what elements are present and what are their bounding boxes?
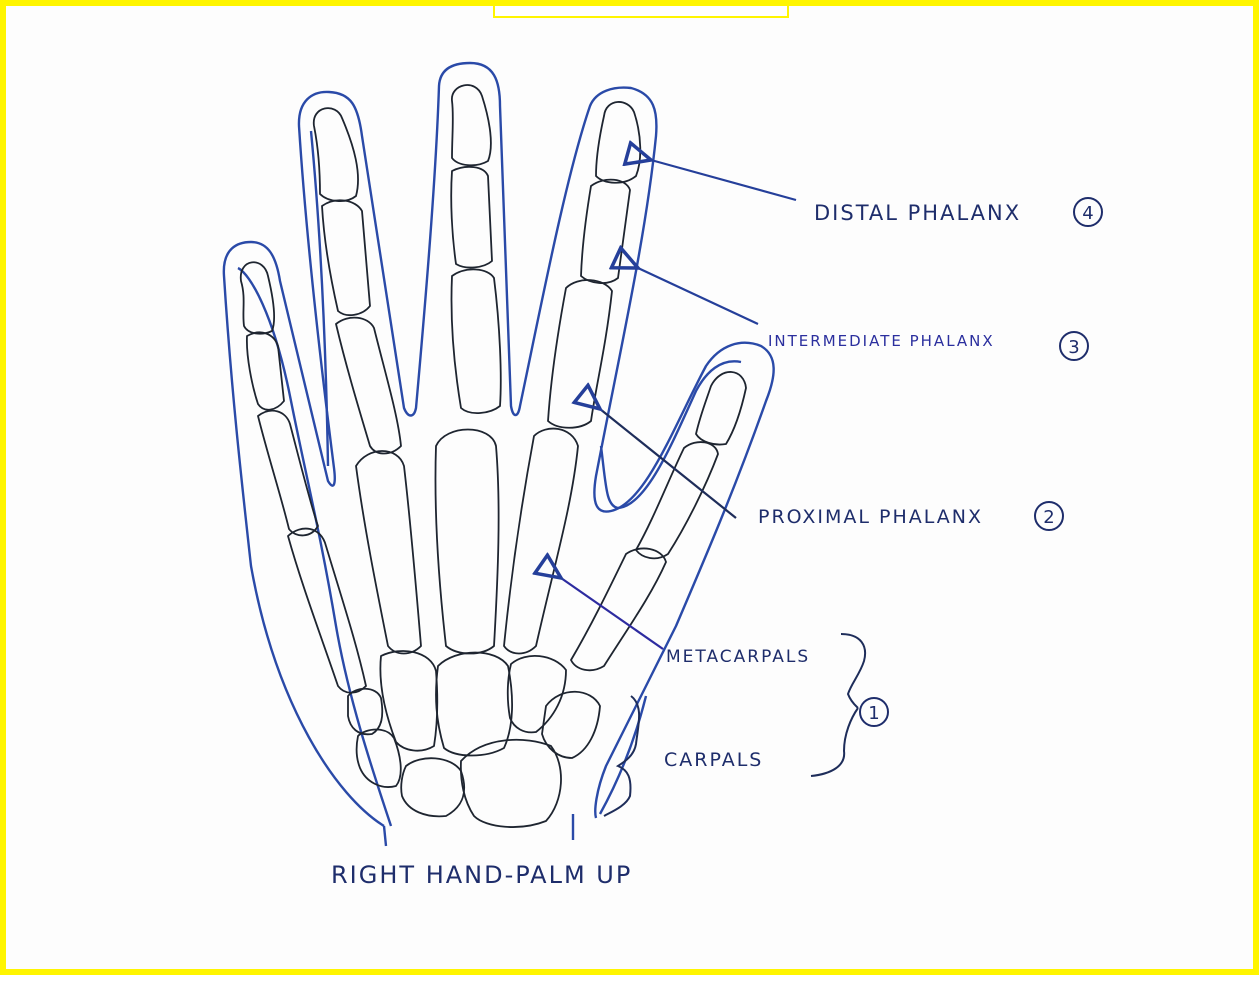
brace-group	[811, 708, 858, 776]
bone-ring-proximal	[336, 318, 401, 454]
bone-ring-distal	[314, 108, 358, 201]
label-intermediate-number: 3	[1068, 337, 1079, 358]
label-intermediate-phalanx: INTERMEDIATE PHALANX	[768, 332, 995, 350]
label-group-number: 1	[868, 703, 879, 724]
bone-middle-metacarpal	[435, 430, 498, 654]
label-proximal-number: 2	[1043, 507, 1054, 528]
bone-thumb-proximal	[636, 442, 718, 558]
wrist-line-left	[384, 826, 386, 846]
bone-carpal-6	[542, 692, 600, 758]
label-carpals: CARPALS	[664, 749, 763, 771]
arrow-proximal	[600, 409, 736, 518]
brace-metacarpals	[841, 634, 865, 708]
label-arrows	[561, 160, 796, 649]
label-distal-number: 4	[1082, 203, 1093, 224]
hand-outline	[224, 63, 774, 846]
bone-middle-distal	[452, 85, 491, 165]
bone-index-intermediate	[581, 180, 630, 283]
bone-pinky-metacarpal	[288, 529, 366, 693]
bone-carpal-5	[508, 656, 566, 733]
label-metacarpals: METACARPALS	[666, 647, 810, 667]
bone-carpal-1	[348, 689, 382, 735]
bone-ring-metacarpal	[356, 451, 421, 654]
bone-carpal-3	[380, 651, 437, 751]
bone-index-distal	[596, 102, 640, 183]
bone-ring-intermediate	[322, 200, 370, 315]
bone-middle-intermediate	[451, 167, 492, 268]
hand-skeleton-diagram: DISTAL PHALANX 4 INTERMEDIATE PHALANX 3 …	[6, 6, 1259, 981]
labels: DISTAL PHALANX 4 INTERMEDIATE PHALANX 3 …	[331, 198, 1102, 889]
bone-thumb-distal	[696, 372, 746, 445]
label-distal-phalanx: DISTAL PHALANX	[814, 201, 1021, 225]
arrow-distal	[651, 160, 796, 200]
arrow-intermediate	[638, 268, 758, 324]
outline-inner-left	[238, 268, 391, 826]
bone-index-metacarpal	[504, 429, 578, 654]
diagram-caption: RIGHT HAND-PALM UP	[331, 861, 632, 889]
bone-carpal-7	[401, 758, 464, 816]
bone-pinky-proximal	[258, 411, 318, 536]
bone-carpal-8	[461, 740, 561, 827]
bone-thumb-metacarpal	[571, 548, 666, 670]
bone-carpal-4	[436, 653, 512, 756]
bone-middle-proximal	[451, 269, 500, 413]
bone-pinky-intermediate	[247, 332, 284, 409]
arrow-metacarpals	[561, 578, 663, 649]
bone-index-proximal	[548, 280, 612, 428]
label-proximal-phalanx: PROXIMAL PHALANX	[758, 506, 983, 528]
